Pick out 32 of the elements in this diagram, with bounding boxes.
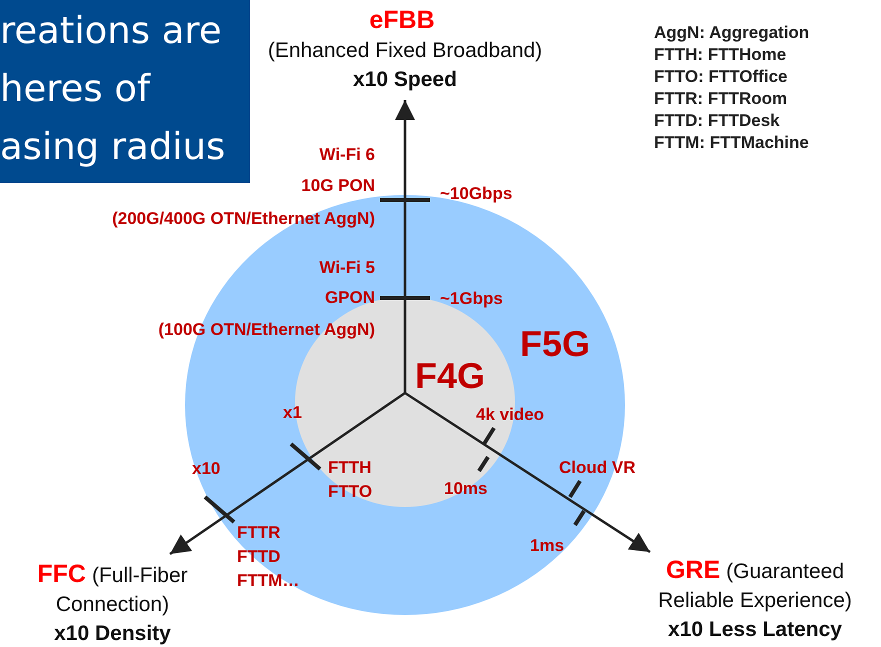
tick-label: Cloud VR (559, 457, 636, 479)
sector-label: F5G (520, 323, 590, 365)
sector-label: F4G (415, 355, 486, 397)
tick-label: FTTR FTTD FTTM… (237, 522, 300, 592)
axis-arrow (169, 392, 406, 556)
axis-caption: GRE (Guaranteed Reliable Experience) x10 Less Latency (657, 556, 853, 643)
tick-label: Wi-Fi 6 (319, 144, 375, 166)
abbreviation-note: FTTR: FTTRoom (654, 88, 788, 110)
tick-label: GPON (324, 287, 375, 309)
tick-label: ~1Gbps (440, 288, 503, 310)
tick-label: ~10Gbps (440, 183, 512, 205)
axis-caption: FFC (Full-Fiber Connection) x10 Density (36, 560, 189, 647)
abbreviation-note: AggN: Aggregation (654, 22, 810, 44)
axis-arrow (395, 100, 415, 393)
tick-label: (200G/400G OTN/Ethernet AggN) (112, 208, 375, 230)
tick-label: 10ms (444, 478, 488, 500)
abbreviation-note: FTTM: FTTMachine (654, 132, 809, 154)
abbreviation-note: FTTO: FTTOffice (654, 66, 788, 88)
tick-label: x10 (192, 458, 220, 480)
tick-label: x1 (283, 402, 302, 424)
abbreviation-note: FTTD: FTTDesk (654, 110, 780, 132)
tick-label: 1ms (530, 535, 564, 557)
banner-text: reations are heres of asing radius (0, 8, 226, 170)
tick-label: 10G PON (301, 175, 375, 197)
abbreviation-note: FTTH: FTTHome (654, 44, 786, 66)
title-banner (0, 0, 250, 183)
tick-label: 4k video (476, 404, 544, 426)
tick-label: Wi-Fi 5 (319, 257, 375, 279)
axis-arrow (404, 392, 651, 554)
tick-label: (100G OTN/Ethernet AggN) (158, 319, 375, 341)
tick-label: FTTH FTTO (328, 457, 372, 503)
axis-caption: eFBB (Enhanced Fixed Broadband) x10 Speed (266, 6, 544, 93)
